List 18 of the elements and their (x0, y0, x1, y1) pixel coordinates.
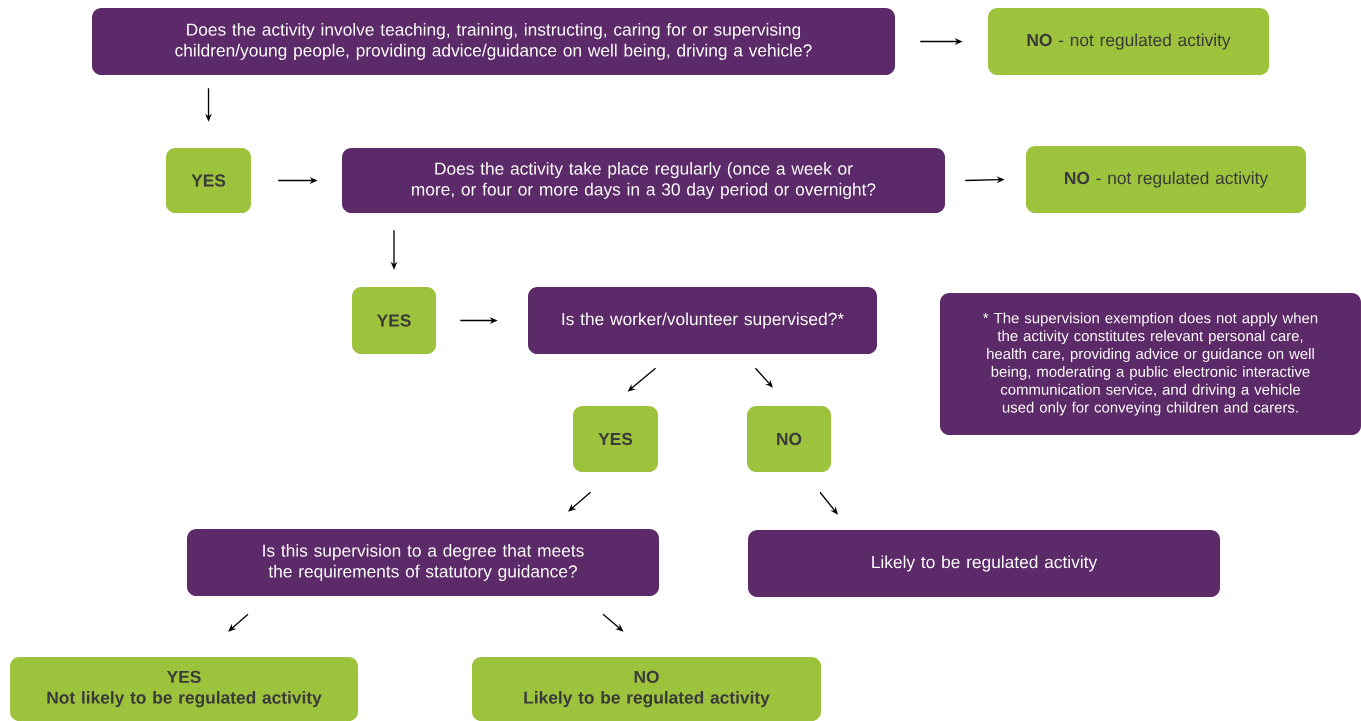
arrow (568, 491, 592, 512)
answer-box: NO Likely to be regulated activity (472, 657, 821, 721)
question-box: Is the worker/volunteer supervised?* (528, 287, 877, 354)
answer-box: YES (573, 406, 658, 472)
arrow (754, 367, 773, 388)
question-box: Does the activity involve teaching, training, instructing, caring for or supervising children/young people, providing advice/guidance on well being, driving a vehicle? (92, 8, 895, 75)
arrow (819, 491, 838, 515)
answer-box: NO - not regulated activity (1026, 146, 1306, 213)
note-box: * The supervision exemption does not apply when the activity constitutes relevant personal care, health care, providing advice or guidance on well being, moderating a public electronic interactive communication service, and driving a vehicle used only for conveying children and carers. (940, 293, 1361, 435)
answer-box: YES (166, 148, 251, 213)
result-box: Likely to be regulated activity (748, 530, 1220, 597)
answer-box: NO (747, 406, 831, 472)
answer-box: YES (352, 287, 436, 354)
question-box: Is this supervision to a degree that meets the requirements of statutory guidance? (187, 529, 659, 596)
answer-box: NO - not regulated activity (988, 8, 1269, 75)
question-box: Does the activity take place regularly (once a week or more, or four or more days in a 30 day period or overnight? (342, 148, 945, 213)
answer-box: YES Not likely to be regulated activity (10, 657, 358, 721)
arrow (228, 613, 249, 632)
